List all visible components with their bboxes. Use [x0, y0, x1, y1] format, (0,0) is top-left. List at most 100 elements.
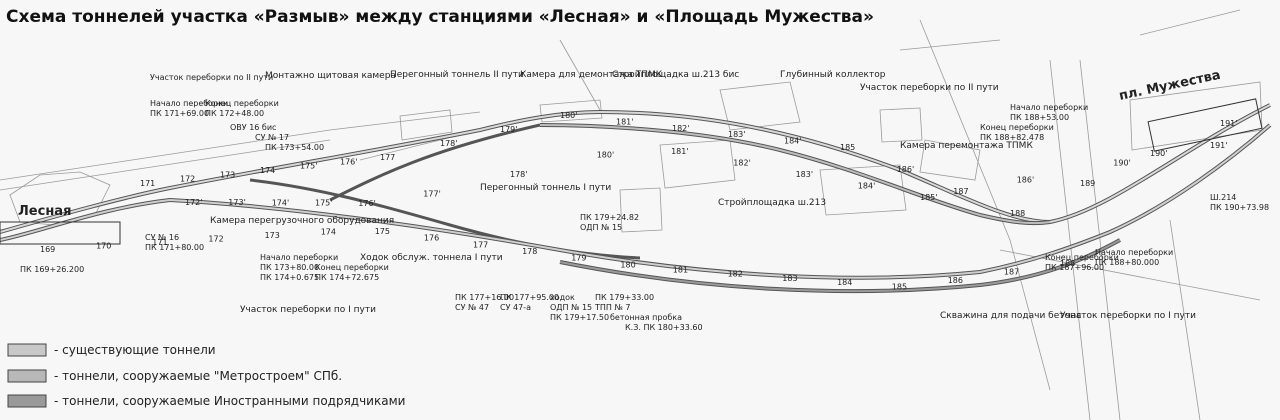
- pk-label: СУ № 47: [455, 303, 489, 312]
- pk-label: ОДП № 15: [580, 223, 622, 232]
- picket-label: 182: [728, 270, 743, 279]
- pk-label: Начало переборки: [260, 253, 338, 262]
- picket-label: 172': [185, 198, 202, 207]
- picket-label: 177': [423, 189, 440, 198]
- picket-label: 186': [897, 165, 914, 174]
- diagram-title: Схема тоннелей участка «Размыв» между ст…: [6, 7, 874, 27]
- picket-label: 173: [220, 170, 235, 179]
- pk-label: СУ № 16: [145, 233, 179, 242]
- pk-label: бетонная пробка: [610, 313, 682, 322]
- pk-label: ПК 173+80.00: [260, 263, 319, 272]
- picket-label: 191': [1220, 119, 1237, 128]
- picket-label: 176': [340, 157, 357, 166]
- picket-label: 183: [782, 274, 797, 283]
- legend-metrostroy: - тоннели, сооружаемые "Метростроем" СПб…: [54, 369, 342, 383]
- picket-label: 190': [1113, 158, 1130, 167]
- pk-label: ПК 173+54.00: [265, 143, 324, 152]
- picket-label: 172: [180, 175, 195, 184]
- picket-label: 181': [671, 147, 688, 156]
- picket-label: 171: [140, 179, 155, 188]
- picket-label: 172: [208, 235, 223, 244]
- picket-label: 176: [424, 234, 439, 243]
- picket-label: 190': [1150, 149, 1167, 158]
- label-peregon-i: Перегонный тоннель I пути: [480, 183, 611, 193]
- pk-label: Конец переборки: [315, 263, 389, 272]
- picket-label: 185: [892, 282, 907, 291]
- label-kamera-peremontazh: Камера перемонтажа ТПМК: [900, 141, 1033, 151]
- label-stroy-213: Стройплощадка ш.213: [718, 198, 826, 208]
- pk-label: Ш.214: [1210, 193, 1236, 202]
- picket-label: 182': [733, 158, 750, 167]
- picket-label: 184': [784, 137, 801, 146]
- picket-label: 175: [375, 227, 390, 236]
- label-uchastok-ii: Участок переборки по II пути: [150, 73, 273, 82]
- picket-label: 174: [321, 228, 336, 237]
- pk-label: Конец переборки: [1045, 253, 1119, 262]
- label-peregon-ii: Перегонный тоннель II пути: [390, 70, 524, 80]
- picket-label: 175': [300, 162, 317, 171]
- picket-label: 183': [796, 170, 813, 179]
- pk-label: ПК 177+16.00: [455, 293, 514, 302]
- picket-label: 169: [40, 245, 55, 254]
- tunnel-lines: [0, 98, 1272, 294]
- legend-swatch-metrostroy: [7, 369, 47, 383]
- picket-label: 185: [840, 143, 855, 152]
- pk-label: ОВУ 16 бис: [230, 123, 276, 132]
- pk-label: ходок: [550, 293, 575, 302]
- picket-label: 177: [380, 153, 395, 162]
- label-skvazhina: Скважина для подачи бетона: [940, 311, 1081, 321]
- legend-swatch-existing: [7, 343, 47, 357]
- picket-label: 181: [673, 266, 688, 275]
- pk-label: ПК 169+26.200: [20, 265, 84, 274]
- picket-label: 178': [510, 170, 527, 179]
- picket-label: 187: [1004, 267, 1019, 276]
- picket-label: 178': [440, 139, 457, 148]
- pk-label: К.З. ПК 180+33.60: [625, 323, 703, 332]
- pk-label: СУ 47-а: [500, 303, 531, 312]
- picket-label: 184: [837, 278, 852, 287]
- pk-label: ПК 179+17.50: [550, 313, 609, 322]
- picket-label: 180': [597, 151, 614, 160]
- picket-label: 191': [1210, 141, 1227, 150]
- pk-label: ПК 188+82.478: [980, 133, 1044, 142]
- pk-label: ПК 179+33.00: [595, 293, 654, 302]
- label-uchastok-i-right: Участок переборки по I пути: [1060, 311, 1196, 321]
- label-montazh: Монтажно щитовая камера: [265, 71, 396, 81]
- picket-label: 171: [152, 238, 167, 247]
- pk-label: ПК 174+72.675: [315, 273, 379, 282]
- label-uchastok-ii-right: Участок переборки по II пути: [860, 83, 999, 93]
- label-hodok: Ходок обслуж. тоннела I пути: [360, 253, 503, 263]
- picket-label: 188: [1060, 259, 1075, 268]
- pk-label: СУ № 17: [255, 133, 289, 142]
- pk-label: ПК 190+73.98: [1210, 203, 1269, 212]
- pk-label: ПК 188+53.00: [1010, 113, 1069, 122]
- pk-label: ПК 172+48.00: [205, 109, 264, 118]
- label-stroy-213bis: Стройплощадка ш.213 бис: [612, 70, 739, 80]
- label-kamera-demontazh: Камера для демонтажа ТПМК: [520, 70, 663, 80]
- picket-label: 182': [672, 124, 689, 133]
- pk-label: ПК 187+96.00: [1045, 263, 1104, 272]
- picket-label: 177: [473, 240, 488, 249]
- picket-label: 187: [953, 187, 968, 196]
- label-uchastok-i: Участок переборки по I пути: [240, 305, 376, 315]
- pk-label: ПК 177+95.00: [500, 293, 559, 302]
- picket-label: 186: [948, 276, 963, 285]
- picket-label: 179: [571, 254, 586, 263]
- picket-label: 181': [616, 117, 633, 126]
- picket-label: 179': [500, 125, 517, 134]
- legend-foreign: - тоннели, сооружаемые Иностранными подр…: [54, 394, 405, 408]
- legend-swatch-foreign: [7, 394, 47, 408]
- pk-label: Начало переборки: [1010, 103, 1088, 112]
- picket-label: 174': [272, 198, 289, 207]
- pk-label: ПК 174+0.675: [260, 273, 319, 282]
- pk-label: ОДП № 15: [550, 303, 592, 312]
- picket-label: 170: [96, 242, 111, 251]
- pk-label-group: Начало переборки ПК 171+69.00 Конец пере…: [20, 99, 1269, 332]
- pk-label: ПК 188+80.000: [1095, 258, 1159, 267]
- pk-label: ТПП № 7: [594, 303, 630, 312]
- pk-label: Конец переборки: [980, 123, 1054, 132]
- picket-label: 175': [315, 199, 332, 208]
